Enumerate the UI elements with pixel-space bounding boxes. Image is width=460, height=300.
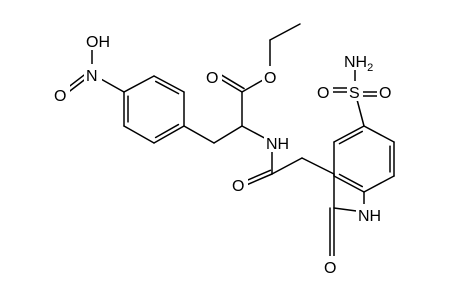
ring2-bond [333,125,365,143]
sulfonyl-oxygen-left-label: O [317,85,329,102]
ring1-bond-inner [154,123,180,139]
ring1-bond [153,125,185,144]
ring1-bond-inner [154,80,180,95]
chain-bond [301,157,335,175]
ethyl-bond [269,23,301,41]
ring2-bond-inner [338,130,364,145]
ring2-bond [363,175,395,193]
ring1-bond [153,75,185,93]
nitroso-oxygen-label: O [54,88,66,105]
amide-nh-label-2: NH [358,208,381,225]
nitroso-nitrogen-label: N [86,68,98,85]
ring2-bond [363,125,395,143]
ring1-bond [123,125,155,144]
ester-ether-oxygen-label: O [264,70,276,87]
amide-oxygen-label-1: O [232,178,244,195]
chain-bond [271,157,303,175]
amide-oxygen-label-2: O [324,260,336,277]
sulfur-label: S [349,85,360,102]
ring2-bond-inner [338,173,364,188]
ring2-bond [333,175,365,193]
amide-nh-label-1: NH [266,136,289,153]
hydroxyl-label: OH [86,34,110,51]
sulfonamide-nh2-label: NH2 [344,54,373,74]
atoms: OH N O O O NH O NH O S O O NH2 [52,30,395,277]
benzyl-bond [183,125,215,144]
alpha-bond [213,125,243,144]
sulfonyl-oxygen-right-label: O [379,85,391,102]
amide-carbonyl1-bond [243,173,273,187]
ring1-bond [123,75,155,93]
bonds [62,23,395,263]
ester-carbonyl-oxygen-label: O [206,70,218,87]
